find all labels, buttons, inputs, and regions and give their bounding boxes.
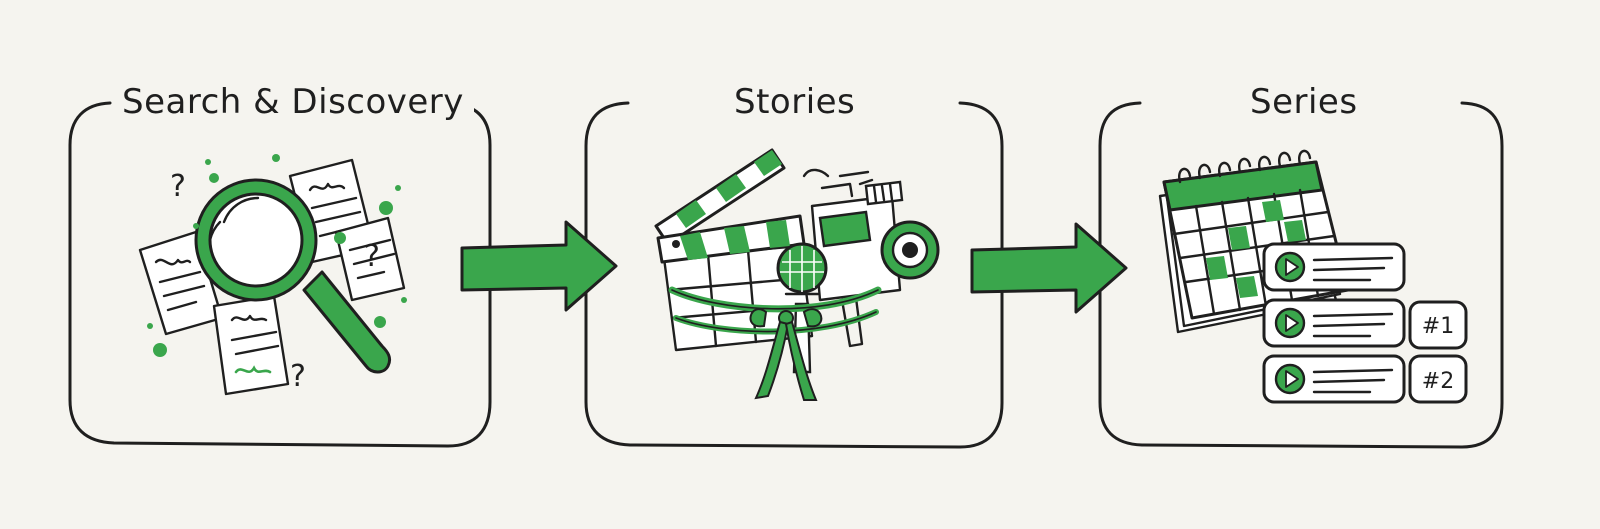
document-icon (212, 294, 290, 396)
panel-title-stories: Stories (724, 82, 866, 122)
panel-frame-stories (584, 101, 1004, 449)
episode-badge: #1 (1408, 300, 1468, 350)
question-mark: ? (170, 169, 186, 204)
question-mark: ? (364, 239, 380, 274)
play-icon (1285, 258, 1299, 276)
question-mark: ? (290, 359, 306, 394)
play-icon (1285, 370, 1299, 388)
panel-title-series: Series (1240, 82, 1368, 122)
arrow-right-icon (460, 220, 618, 312)
panel-title-search: Search & Discovery (112, 82, 474, 122)
episode-card (1262, 242, 1406, 292)
magnifier-documents-icon: ? ? ? (138, 154, 407, 396)
document-icon (334, 216, 406, 302)
episode-badge-label: #1 (1422, 314, 1454, 339)
episode-badge: #2 (1408, 354, 1468, 404)
episode-card (1262, 298, 1406, 348)
clapper-camera-mic-bundle-icon (654, 148, 940, 401)
panel-frame-series (1098, 101, 1504, 449)
episode-card (1262, 354, 1406, 404)
episode-badge-label: #2 (1422, 369, 1454, 394)
play-icon (1285, 314, 1299, 332)
panel-frame-search (68, 101, 492, 448)
calendar-episodes-icon: #1 #2 (1158, 149, 1468, 404)
arrow-right-icon (970, 222, 1128, 314)
